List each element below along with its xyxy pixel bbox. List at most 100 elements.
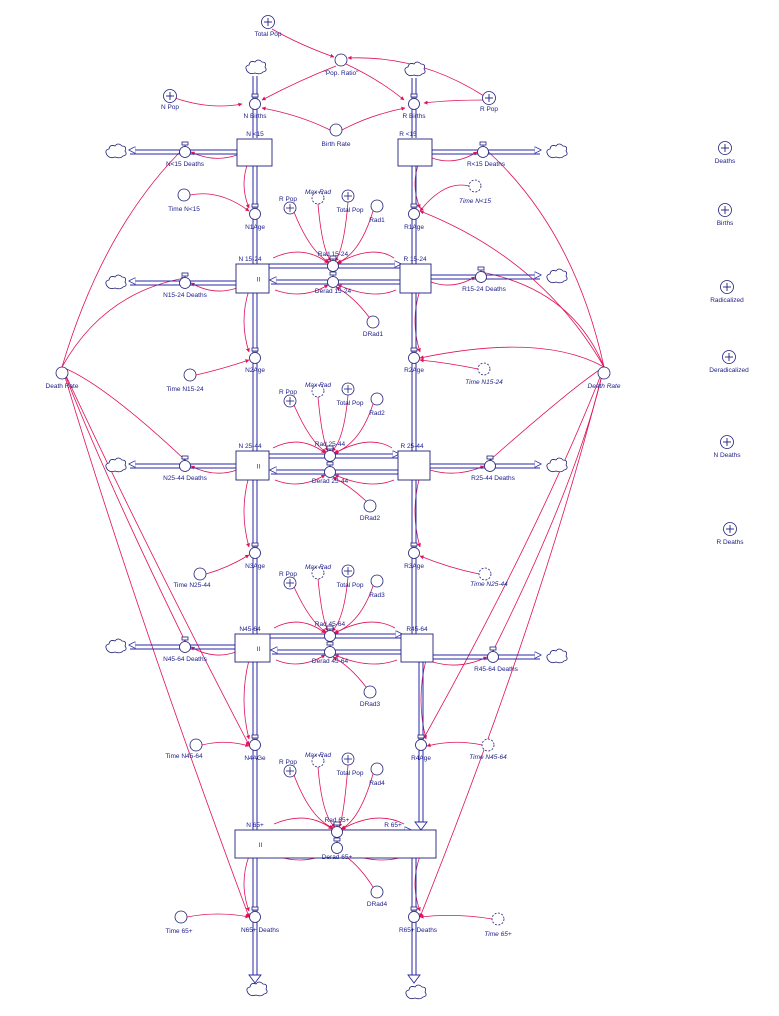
r1age-valve-top <box>410 203 418 208</box>
rad-b4-rad-node <box>370 762 384 776</box>
rad-b1-link-drad <box>335 286 370 318</box>
n4age-label: N4AGe <box>244 755 266 762</box>
n-45-64-deaths-label: N45-64 Deaths <box>163 656 207 663</box>
link-dr-n-1 <box>61 276 186 368</box>
r-25-44-deaths-label: R25-44 Deaths <box>471 475 515 482</box>
time-n-25-44-r-node <box>478 567 492 581</box>
rad-b3-drad-label: DRad3 <box>360 701 381 708</box>
r-15-24-deaths-cloud <box>546 268 568 284</box>
n-births-label: N Births <box>243 113 267 120</box>
r-births-label: R Births <box>402 113 426 120</box>
rad-b1-derad-flow-valve <box>327 276 339 288</box>
rad-b1-drad-label: DRad1 <box>363 331 384 338</box>
r-15-24-deaths-label: R15-24 Deaths <box>462 286 506 293</box>
death-rate-r-node <box>597 366 611 380</box>
n-15-24-deaths-cloud <box>105 274 127 290</box>
rad-b4-derad-flow-label: Derad 65+ <box>322 854 353 861</box>
rad-b3-max-rad-node <box>311 566 325 580</box>
link-stock-age-4 <box>243 855 250 912</box>
rad-b4-drad-node <box>370 885 384 899</box>
link-time-n-4 <box>186 913 250 919</box>
rad-b3-rad-label: Rad3 <box>369 592 385 599</box>
r-25-44-deaths-cloud <box>546 457 568 473</box>
stock-n-15-24-mark: II <box>257 277 261 284</box>
rad-b3-drad-node <box>363 685 377 699</box>
link-dr-r-5 <box>419 366 605 918</box>
rad-b4-max-rad-node <box>311 754 325 768</box>
time-65-label: Time 65+ <box>165 928 192 935</box>
stock-n-65-label: N 65+ <box>246 822 264 829</box>
stock-r-15-24-label: R 15-24 <box>403 256 427 263</box>
n-25-44-deaths-valve-top <box>181 455 189 460</box>
stock-r-45-64 <box>400 633 434 663</box>
link-time-r-2 <box>419 555 480 575</box>
n3age-valve-top <box>251 542 259 547</box>
r2age-label: R2Age <box>404 367 424 374</box>
n-25-44-deaths-valve <box>179 460 191 472</box>
time-n-15-24-node <box>183 368 197 382</box>
rad-b4-link-maxrad <box>317 766 336 828</box>
link-birthrate-nbirths <box>261 106 331 131</box>
time-n-25-44-r-label: Time N25-44 <box>470 581 508 588</box>
r2age-valve-top <box>410 347 418 352</box>
link-stock-death-5 <box>430 276 476 286</box>
link-dr-r-4 <box>419 366 605 746</box>
rad-b4-max-rad-label: Max Rad <box>305 752 331 759</box>
rad-b1-drad-node <box>366 315 380 329</box>
r65-deaths-valve-top <box>410 906 418 911</box>
time-n-15-24-label: Time N15-24 <box>166 386 204 393</box>
stock-r-25-44-label: R 25-44 <box>400 443 424 450</box>
rad-b2-link-r-derad <box>334 474 395 485</box>
link-stock-age-9 <box>414 855 421 912</box>
link-birthrate-rbirths <box>341 106 406 131</box>
legend-item-1-label: Births <box>717 220 734 227</box>
link-stock-death-0 <box>190 151 238 159</box>
r4age-valve-top <box>417 734 425 739</box>
n-lt15-deaths-valve-top <box>181 141 189 146</box>
link-totalpop-ratio <box>271 28 335 58</box>
n-lt15-deaths-label: N<15 Deaths <box>166 161 205 168</box>
r-45-64-deaths-cloud <box>546 648 568 664</box>
n65-deaths-label: N65+ Deaths <box>241 927 280 934</box>
stock-r-15-24 <box>399 263 432 294</box>
rad-b4-total-pop-label: Total Pop <box>336 770 363 777</box>
link-time-n-3 <box>201 741 250 747</box>
stock-n-25-44 <box>235 450 270 481</box>
n3age-label: N3Age <box>245 563 265 570</box>
link-stock-death-2 <box>190 465 238 474</box>
rad-b2-rad-node <box>370 392 384 406</box>
r65-deaths-valve <box>408 911 420 923</box>
n-25-44-deaths-cloud <box>105 457 127 473</box>
rad-b2-rad-flow-valve <box>324 450 336 462</box>
r3age-label: R3Age <box>404 563 424 570</box>
link-stock-age-1 <box>243 289 250 353</box>
r-lt15-deaths-valve-top <box>479 141 487 146</box>
rad-b1-derad-flow-valve-top <box>329 271 337 276</box>
link-stock-age-2 <box>243 475 250 548</box>
rad-b4-rad-label: Rad4 <box>369 780 385 787</box>
rad-b1-rad-label: Rad1 <box>369 217 385 224</box>
rad-b2-link-totalpop <box>331 394 349 452</box>
stock-r-45-64-label: R45-64 <box>406 626 428 633</box>
r2age-valve <box>408 352 420 364</box>
n2age-valve <box>249 352 261 364</box>
rad-b2-link-n-derad <box>274 474 326 485</box>
n4age-valve <box>249 739 261 751</box>
n2age-valve-top <box>251 347 259 352</box>
link-stock-death-7 <box>432 656 488 666</box>
time-65-node <box>174 910 188 924</box>
rad-b3-derad-flow-label: Derad 45-64 <box>312 658 349 665</box>
rad-b4-drad-label: DRad4 <box>367 901 388 908</box>
stock-r-lt15-label: R <15 <box>399 131 417 138</box>
time-n-15-24-r-node <box>477 362 491 376</box>
r65-death-pipe-arrow <box>407 974 421 984</box>
rad-b1-rad-node <box>370 199 384 213</box>
r4age-valve <box>415 739 427 751</box>
link-dr-n-3 <box>61 366 186 642</box>
r3age-valve <box>408 547 420 559</box>
rad-b2-max-rad-node <box>311 384 325 398</box>
rad-b3-link-r-derad <box>334 654 398 665</box>
rad-b1-derad-flow-label: Derad 15-24 <box>315 288 352 295</box>
r-15-24-deaths-valve-top <box>477 266 485 271</box>
rad-b3-rad-node <box>370 574 384 588</box>
